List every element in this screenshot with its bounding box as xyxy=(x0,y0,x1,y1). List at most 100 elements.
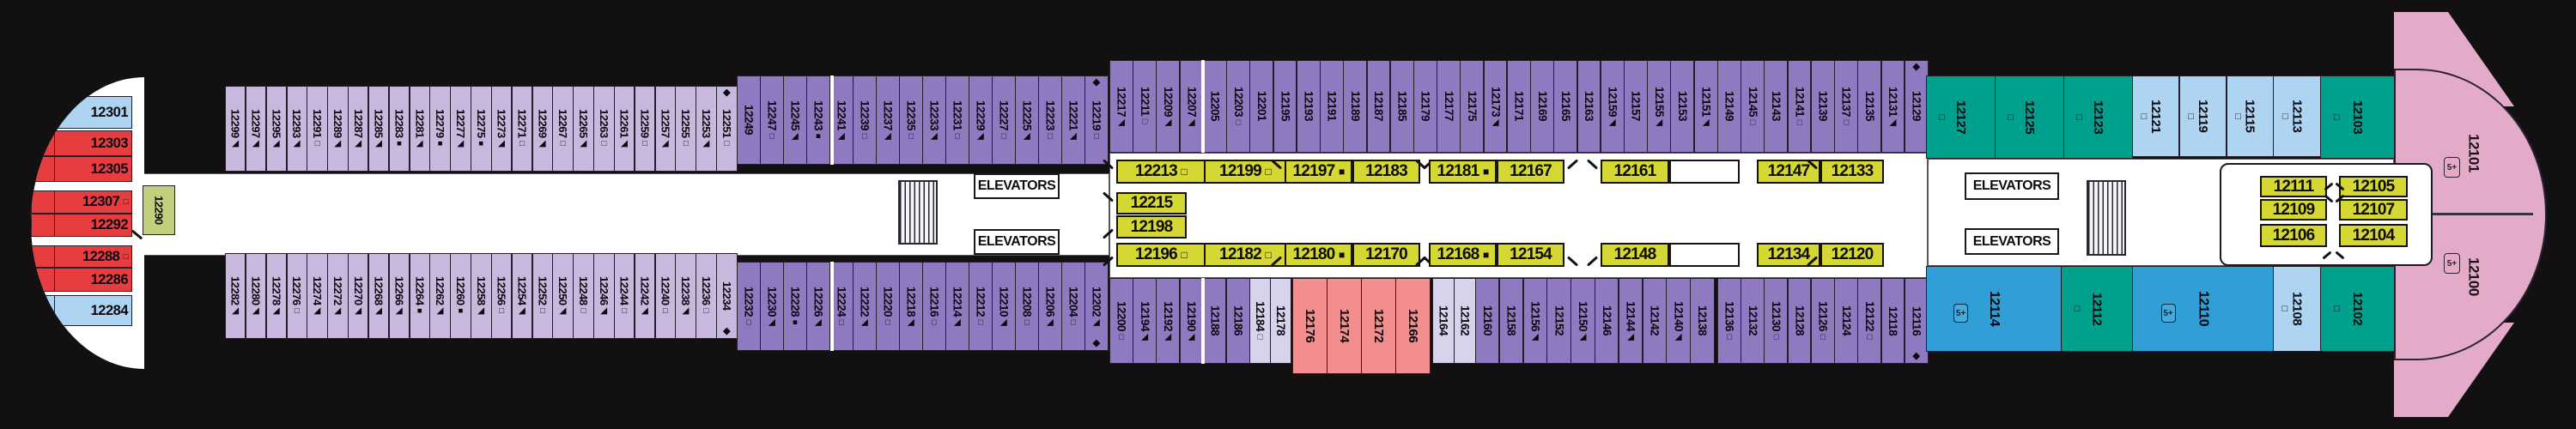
cabin-12212[interactable]: 12212 □ xyxy=(969,262,993,351)
interior-cabin-12215[interactable]: 12215 xyxy=(1116,192,1187,214)
cabin-12248[interactable]: 12248 □ xyxy=(573,253,594,339)
cabin-12149[interactable]: 12149 xyxy=(1716,60,1741,153)
cabin-12246[interactable]: 12246 ◢ xyxy=(593,253,615,339)
cabin-12202[interactable]: 12202 ◢◆ xyxy=(1084,262,1109,351)
cabin-12184[interactable]: 12184 □ xyxy=(1249,278,1271,364)
cabin-12210[interactable]: 12210 ◢ xyxy=(992,262,1016,351)
cabin-12174[interactable]: 12174 xyxy=(1327,278,1362,374)
cabin-12206[interactable]: 12206 ◢ xyxy=(1038,262,1062,351)
cabin-12173[interactable]: 12173 ◢ xyxy=(1483,60,1508,153)
cabin-12189[interactable]: 12189 xyxy=(1343,60,1368,153)
cabin-12143[interactable]: 12143 xyxy=(1764,60,1789,153)
cabin-12214[interactable]: 12214 ◢ xyxy=(945,262,969,351)
cabin-12225[interactable]: 12225 ◢ xyxy=(1015,76,1039,165)
interior-cabin-12199[interactable]: 12199 □ xyxy=(1204,160,1286,184)
cabin-12251[interactable]: 12251 □◆ xyxy=(716,86,738,172)
cabin-12195[interactable]: 12195 xyxy=(1273,60,1297,153)
cabin-12200[interactable]: 12200 □ xyxy=(1109,278,1133,364)
interior-cabin-12167[interactable]: 12167 xyxy=(1497,160,1564,184)
cabin-12125[interactable]: 12125□ xyxy=(1995,76,2064,159)
cabin-12137[interactable]: 12137 □ xyxy=(1834,60,1858,153)
bow-suite-12101[interactable]: 12101 xyxy=(2461,110,2487,196)
interior-cabin-12120[interactable]: 12120 xyxy=(1820,243,1884,267)
cabin-12270[interactable]: 12270 ◢ xyxy=(348,253,369,339)
cabin-12126[interactable]: 12126 □ xyxy=(1810,278,1835,364)
cabin-12140[interactable]: 12140 ◢ xyxy=(1666,278,1691,364)
cabin-12285[interactable]: 12285 ◢ xyxy=(368,86,390,172)
cabin-12122[interactable]: 12122 □ xyxy=(1857,278,1882,364)
cabin-12219[interactable]: 12219 □◆ xyxy=(1084,76,1109,165)
cabin-12252[interactable]: 12252 □ xyxy=(532,253,554,339)
cabin-12132[interactable]: 12132 xyxy=(1741,278,1765,364)
interior-cabin-12106[interactable]: 12106 xyxy=(2260,224,2327,247)
cabin-12185[interactable]: 12185 xyxy=(1389,60,1414,153)
interior-cabin-12183[interactable]: 12183 xyxy=(1352,160,1420,184)
cabin-12220[interactable]: 12220 □ xyxy=(876,262,900,351)
cabin-12211[interactable]: 12211 □ xyxy=(1133,60,1157,153)
interior-cabin-12133[interactable]: 12133 xyxy=(1820,160,1884,184)
cabin-12227[interactable]: 12227 □ xyxy=(992,76,1016,165)
cabin-12281[interactable]: 12281 ◢ xyxy=(409,86,430,172)
interior-cabin-12111[interactable]: 12111 xyxy=(2260,176,2327,197)
cabin-12204[interactable]: 12204 □ xyxy=(1061,262,1085,351)
cabin-12277[interactable]: 12277 ◢ xyxy=(450,86,471,172)
cabin-12307[interactable]: 12307 □ xyxy=(31,190,132,214)
interior-cabin-12197[interactable]: 12197 ■ xyxy=(1285,160,1352,184)
interior-cabin-12180[interactable]: 12180 ■ xyxy=(1285,243,1352,267)
cabin-12249[interactable]: 12249 xyxy=(737,76,761,165)
cabin-12280[interactable]: 12280 ◢ xyxy=(245,253,267,339)
cabin-12244[interactable]: 12244 □ xyxy=(613,253,635,339)
cabin-12103[interactable]: 12103□ xyxy=(2320,76,2395,159)
cabin-12130[interactable]: 12130 □ xyxy=(1764,278,1789,364)
cabin-12164[interactable]: 12164 xyxy=(1432,278,1455,364)
cabin-12266[interactable]: 12266 ◢ xyxy=(388,253,410,339)
cabin-12242[interactable]: 12242 ◢ xyxy=(634,253,656,339)
cabin-12221[interactable]: 12221 ◢ xyxy=(1061,76,1085,165)
cabin-12145[interactable]: 12145 □ xyxy=(1741,60,1765,153)
cabin-12177[interactable]: 12177 xyxy=(1437,60,1461,153)
interior-cabin-12196[interactable]: 12196 □ xyxy=(1116,243,1206,267)
cabin-12135[interactable]: 12135 xyxy=(1857,60,1882,153)
cabin-12257[interactable]: 12257 ◢ xyxy=(654,86,677,172)
cabin-12159[interactable]: 12159 ◢ xyxy=(1600,60,1625,153)
cabin-12186[interactable]: 12186 xyxy=(1225,278,1250,364)
cabin-12108[interactable]: 12108□ xyxy=(2273,266,2321,352)
cabin-12247[interactable]: 12247 □ xyxy=(760,76,784,165)
cabin-12288[interactable]: 12288 □ xyxy=(31,245,132,268)
interior-cabin-12170[interactable]: 12170 xyxy=(1352,243,1420,267)
cabin-12238[interactable]: 12238 ◢ xyxy=(675,253,696,339)
cabin-12142[interactable]: 12142 xyxy=(1642,278,1667,364)
interior-cabin-12148[interactable]: 12148 xyxy=(1601,243,1669,267)
cabin-12188[interactable]: 12188 xyxy=(1202,278,1227,364)
cabin-12236[interactable]: 12236 □ xyxy=(696,253,717,339)
cabin-12165[interactable]: 12165 xyxy=(1553,60,1578,153)
cabin-12153[interactable]: 12153 xyxy=(1670,60,1695,153)
interior-cabin-12105[interactable]: 12105 xyxy=(2339,176,2408,197)
cabin-12163[interactable]: 12163 xyxy=(1577,60,1601,153)
cabin-12207[interactable]: 12207 ◢ xyxy=(1179,60,1204,153)
cabin-12268[interactable]: 12268 ◢ xyxy=(368,253,390,339)
cabin-12156[interactable]: 12156 ◢ xyxy=(1522,278,1547,364)
cabin-12112[interactable]: 12112□ xyxy=(2061,266,2133,352)
cabin-12303[interactable]: 12303 xyxy=(31,130,132,156)
cabin-12192[interactable]: 12192 ◢ xyxy=(1156,278,1181,364)
cabin-12245[interactable]: 12245 ◢ xyxy=(783,76,807,165)
cabin-12116[interactable]: 12116◆ xyxy=(1904,278,1929,364)
cabin-12190[interactable]: 12190 ◢ xyxy=(1179,278,1204,364)
cabin-12141[interactable]: 12141 □ xyxy=(1787,60,1812,153)
cabin-12205[interactable]: 12205 xyxy=(1202,60,1227,153)
cabin-12151[interactable]: 12151 ◢ xyxy=(1693,60,1718,153)
cabin-12259[interactable]: 12259 □ xyxy=(634,86,656,172)
cabin-12240[interactable]: 12240 □ xyxy=(654,253,677,339)
cabin-12286[interactable]: 12286 xyxy=(31,268,132,292)
bow-suite-12100[interactable]: 12100 xyxy=(2461,233,2487,319)
cabin-12291[interactable]: 12291 □ xyxy=(307,86,328,172)
cabin-12232[interactable]: 12232 □ xyxy=(737,262,761,351)
interior-cabin-12107[interactable]: 12107 xyxy=(2339,199,2408,221)
cabin-12276[interactable]: 12276 □ xyxy=(286,253,307,339)
cabin-12144[interactable]: 12144 ◢ xyxy=(1618,278,1643,364)
cabin-12102[interactable]: 12102□ xyxy=(2320,266,2395,352)
cabin-12193[interactable]: 12193 xyxy=(1296,60,1321,153)
cabin-12263[interactable]: 12263 □ xyxy=(593,86,615,172)
